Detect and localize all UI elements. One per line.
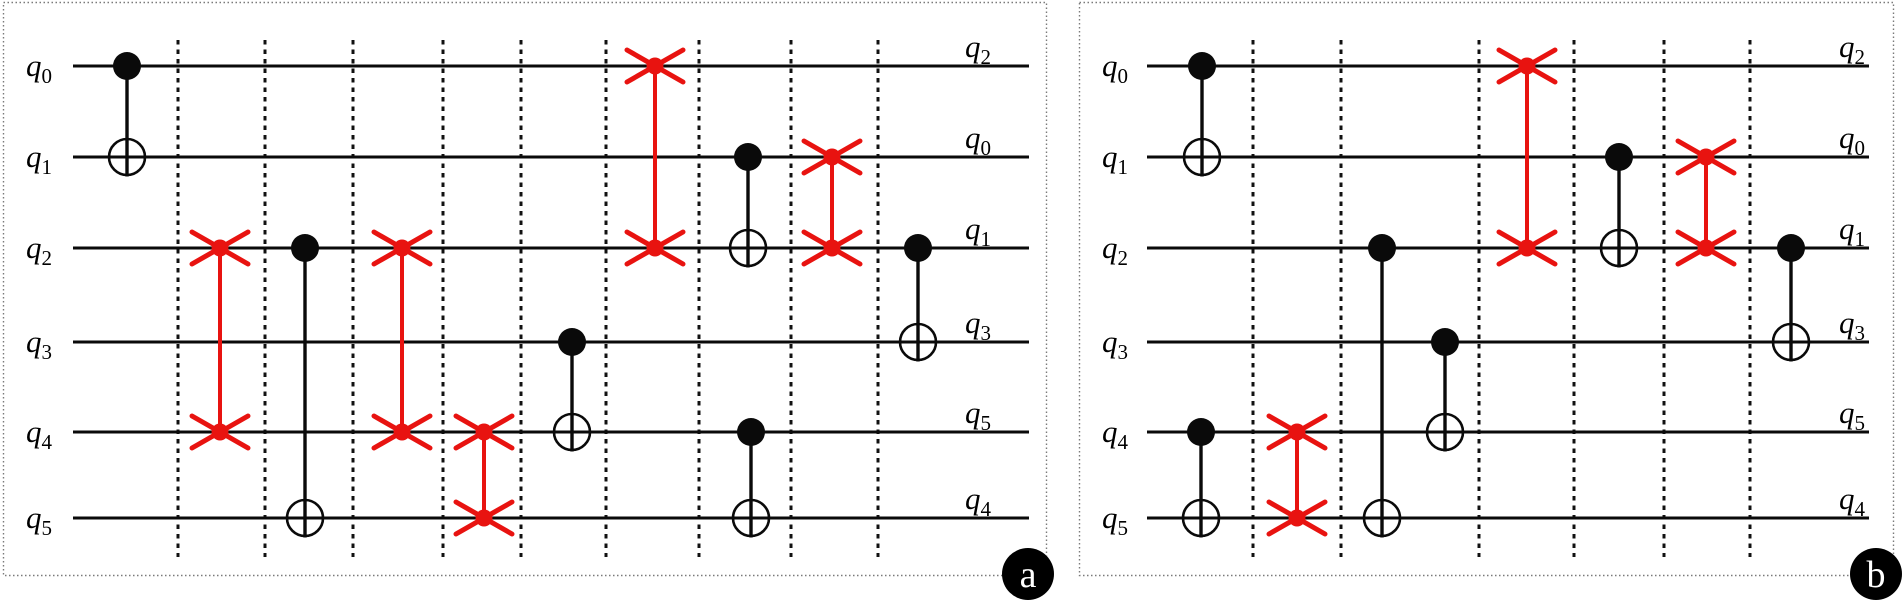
panel-caption-letter: a	[1020, 554, 1037, 596]
swap-gate	[1496, 47, 1558, 267]
cnot-gate	[107, 52, 147, 177]
qubit-label-right-0: q0	[1839, 120, 1865, 160]
cnot-target-circle	[1425, 412, 1465, 452]
swap-cross-dot	[211, 239, 229, 257]
qubit-label-right-3: q3	[965, 305, 991, 345]
qubit-label-right-0: q0	[965, 120, 991, 160]
qubit-label-right-2: q2	[1839, 29, 1865, 69]
swap-cross-dot	[475, 509, 493, 527]
circuit-panel-a: q0 q2 q1 q0 q2 q1 q3 q3 q4 q5 q5 q4 a	[2, 1, 1054, 600]
cnot-gate	[731, 418, 771, 538]
swap-gate	[624, 47, 686, 267]
qubit-label-left-4: q4	[1102, 414, 1129, 454]
cnot-control-dot	[1187, 418, 1215, 446]
qubit-label-left-3: q3	[1102, 324, 1128, 364]
swap-cross-dot	[1697, 148, 1715, 166]
qubit-label-right-1: q1	[965, 211, 991, 251]
qubit-label-left-0: q0	[26, 48, 52, 88]
cnot-target-circle	[1599, 228, 1639, 268]
qubit-label-left-2: q2	[1102, 230, 1128, 270]
qubit-label-left-5: q5	[26, 500, 52, 540]
cnot-gate	[1599, 143, 1639, 268]
qubit-label-right-1: q1	[1839, 211, 1865, 251]
panel-border	[2, 1, 1048, 577]
qubit-label-left-3: q3	[26, 324, 52, 364]
cnot-target-circle	[898, 322, 938, 362]
cnot-control-dot	[113, 52, 141, 80]
swap-cross-dot	[1288, 509, 1306, 527]
cnot-gate	[1182, 52, 1222, 177]
swap-gate	[371, 229, 433, 451]
qubit-label-right-5: q5	[1839, 395, 1865, 435]
cnot-control-dot	[558, 328, 586, 356]
qubit-label-right-4: q4	[965, 481, 992, 521]
swap-gate	[1675, 138, 1737, 267]
cnot-control-dot	[1368, 234, 1396, 262]
cnot-control-dot	[1777, 234, 1805, 262]
swap-cross-dot	[1518, 239, 1536, 257]
cnot-control-dot	[734, 143, 762, 171]
qubit-label-left-1: q1	[1102, 139, 1128, 179]
panel-caption-badge	[1850, 548, 1902, 600]
qubit-label-left-0: q0	[1102, 48, 1128, 88]
cnot-target-circle	[1181, 498, 1221, 538]
cnot-gate	[1425, 328, 1465, 452]
cnot-gate	[898, 234, 938, 362]
cnot-target-circle	[552, 412, 592, 452]
cnot-control-dot	[1188, 52, 1216, 80]
cnot-control-dot	[291, 234, 319, 262]
qubit-label-right-2: q2	[965, 29, 991, 69]
panel-border	[1078, 1, 1895, 577]
cnot-control-dot	[737, 418, 765, 446]
swap-cross-dot	[1288, 423, 1306, 441]
cnot-gate	[1771, 234, 1811, 362]
swap-cross-dot	[646, 57, 664, 75]
cnot-gate	[552, 328, 592, 452]
qubit-label-left-5: q5	[1102, 500, 1128, 540]
swap-cross-dot	[475, 423, 493, 441]
swap-cross-dot	[1697, 239, 1715, 257]
cnot-target-circle	[731, 498, 771, 538]
cnot-target-circle	[1362, 498, 1402, 538]
cnot-target-circle	[1771, 322, 1811, 362]
panel-caption-letter: b	[1867, 554, 1886, 596]
swap-gate	[801, 138, 863, 267]
swap-cross-dot	[646, 239, 664, 257]
swap-cross-dot	[393, 423, 411, 441]
swap-gate	[1266, 413, 1328, 537]
cnot-gate	[285, 234, 325, 538]
cnot-control-dot	[1605, 143, 1633, 171]
cnot-target-circle	[107, 137, 147, 177]
qubit-label-left-2: q2	[26, 230, 52, 270]
swap-cross-dot	[393, 239, 411, 257]
swap-cross-dot	[823, 148, 841, 166]
cnot-gate	[1181, 418, 1221, 538]
swap-gate	[453, 413, 515, 537]
qubit-label-right-3: q3	[1839, 305, 1865, 345]
cnot-control-dot	[904, 234, 932, 262]
swap-cross-dot	[1518, 57, 1536, 75]
panel-caption-badge	[1002, 548, 1054, 600]
qubit-label-right-5: q5	[965, 395, 991, 435]
cnot-target-circle	[728, 228, 768, 268]
swap-cross-dot	[211, 423, 229, 441]
qubit-label-right-4: q4	[1839, 481, 1866, 521]
cnot-target-circle	[1182, 137, 1222, 177]
cnot-control-dot	[1431, 328, 1459, 356]
swap-cross-dot	[823, 239, 841, 257]
qubit-label-left-1: q1	[26, 139, 52, 179]
swap-gate	[189, 229, 251, 451]
cnot-gate	[728, 143, 768, 268]
qubit-label-left-4: q4	[26, 414, 53, 454]
cnot-target-circle	[285, 498, 325, 538]
cnot-gate	[1362, 234, 1402, 538]
